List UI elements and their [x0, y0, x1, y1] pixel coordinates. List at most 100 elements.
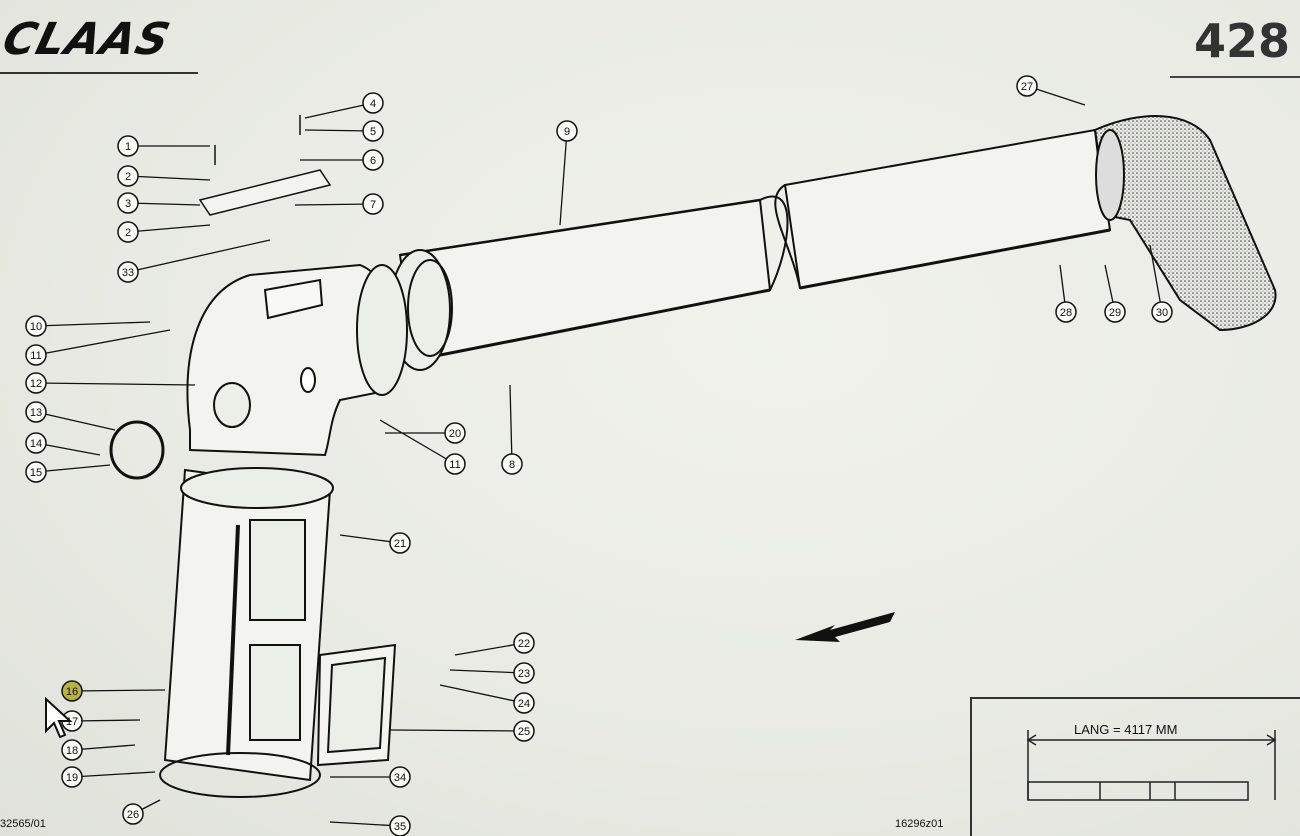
callout-number: 20	[449, 428, 461, 440]
callout-number: 6	[370, 155, 376, 167]
callout-leader	[304, 102, 374, 119]
callout-number: 30	[1156, 307, 1168, 319]
callout-circle	[117, 165, 139, 187]
callout-leader	[559, 130, 568, 226]
callout-number: 9	[564, 126, 570, 138]
elbow-housing	[186, 263, 408, 457]
callout-circle	[556, 120, 578, 142]
callout-number: 4	[370, 98, 376, 110]
callout-number: 23	[518, 668, 530, 680]
callout-circle	[444, 422, 466, 444]
callout-circle	[25, 344, 47, 366]
callout-leader	[127, 239, 271, 273]
callout-leader	[1149, 244, 1163, 313]
callout-circle	[117, 135, 139, 157]
callout-circle	[513, 632, 535, 654]
callout-circle	[1016, 75, 1038, 97]
callout-leader	[35, 442, 101, 456]
callout-circle	[117, 261, 139, 283]
callout-leader	[294, 203, 374, 206]
callout-circle	[362, 92, 384, 114]
callout-number: 25	[518, 726, 530, 738]
callout-number: 13	[30, 407, 42, 419]
callout-leader	[35, 464, 111, 473]
callout-circle	[362, 120, 384, 142]
callout-number: 12	[30, 378, 42, 390]
mounting-bracket	[198, 115, 332, 216]
callout-number: 3	[125, 198, 131, 210]
direction-arrow	[795, 612, 895, 642]
callout-number: 26	[127, 809, 139, 821]
length-dimension	[1026, 730, 1277, 801]
callout-leader	[35, 329, 171, 356]
callout-leader	[127, 175, 211, 181]
callout-leader	[71, 689, 166, 692]
mouse-pointer-icon	[45, 697, 73, 739]
callout-number: 10	[30, 321, 42, 333]
callout-circle	[362, 193, 384, 215]
callout-number: 14	[30, 438, 42, 450]
callout-number: 1	[125, 141, 131, 153]
callout-circle	[389, 766, 411, 788]
header-rule-left	[0, 72, 198, 74]
callout-number: 2	[125, 227, 131, 239]
callout-number: 35	[394, 821, 406, 833]
callout-leader	[127, 224, 211, 233]
callout-circle	[25, 315, 47, 337]
callout-leader	[449, 669, 525, 674]
callout-leader	[35, 321, 151, 327]
callout-number: 28	[1060, 307, 1072, 319]
callout-circle	[362, 149, 384, 171]
callout-number: 2	[125, 171, 131, 183]
callout-circle	[61, 739, 83, 761]
length-frame	[970, 697, 1300, 836]
callout-number: 11	[30, 350, 41, 362]
vertical-housing	[159, 467, 397, 798]
callout-circle	[1104, 301, 1126, 323]
callout-leader	[71, 771, 156, 778]
callout-leader	[379, 419, 456, 465]
drawing-number-left: 32565/01	[0, 818, 46, 830]
callout-number: 18	[66, 745, 78, 757]
callout-circle	[61, 766, 83, 788]
page-number: 428	[1193, 14, 1290, 68]
callout-number: 5	[370, 126, 376, 138]
callout-leader	[304, 129, 374, 132]
callout-leader	[35, 382, 196, 386]
callout-circle	[389, 815, 411, 836]
header-rule-right	[1170, 76, 1300, 78]
callout-number: 22	[518, 638, 530, 650]
callout-leader	[389, 729, 525, 732]
callout-leader	[454, 642, 525, 656]
callout-number: 8	[509, 459, 515, 471]
callout-circle	[1151, 301, 1173, 323]
callout-circle	[1055, 301, 1077, 323]
callout-circle	[25, 461, 47, 483]
callout-leader	[71, 719, 141, 722]
callout-number: 11	[449, 459, 460, 471]
callout-circle	[25, 432, 47, 454]
callout-number: 19	[66, 772, 78, 784]
callout-number: 7	[370, 199, 376, 211]
callout-circle	[444, 453, 466, 475]
callout-number: 33	[122, 267, 134, 279]
callout-circle	[122, 803, 144, 825]
length-note: LANG = 4117 MM	[1074, 722, 1178, 737]
callout-circle	[513, 692, 535, 714]
callout-leader	[127, 202, 201, 206]
callout-circle	[513, 720, 535, 742]
discharge-spout	[1093, 115, 1277, 332]
callout-number: 29	[1109, 307, 1121, 319]
callout-number: 15	[30, 467, 42, 479]
callout-number: 16	[66, 686, 78, 698]
callout-circle	[501, 453, 523, 475]
sealing-ring	[109, 420, 165, 480]
callout-leader	[35, 411, 116, 431]
callout-circle	[513, 662, 535, 684]
callout-number: 21	[394, 538, 406, 550]
callout-circle	[25, 401, 47, 423]
callout-circle	[25, 372, 47, 394]
